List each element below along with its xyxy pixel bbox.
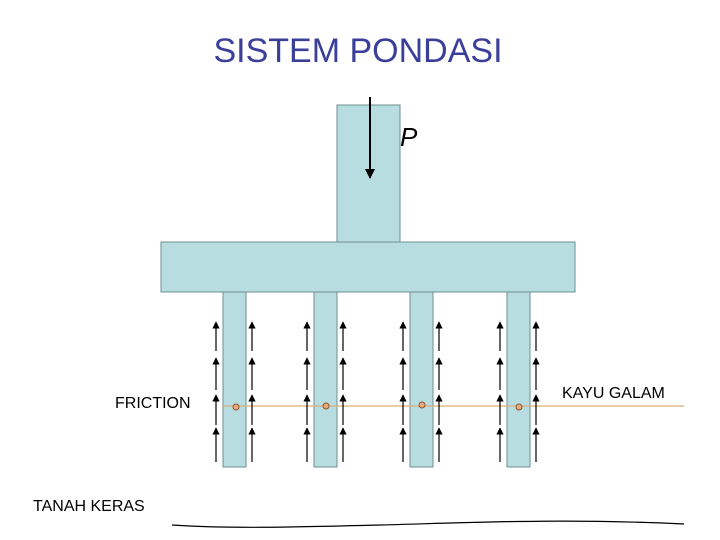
circle-marker-icon [232,403,240,411]
circle-marker-icon [515,403,523,411]
load-label: P [400,122,418,152]
pile-2 [313,291,338,468]
pile-3 [409,291,434,468]
circle-marker-icon [418,401,426,409]
friction-arrows [212,321,540,462]
pile-4 [506,291,531,468]
pile-material-label: KAYU GALAM [562,385,665,402]
hard-soil-label: TANAH KERAS [33,498,145,515]
hard-soil-line [171,520,685,528]
pile-1 [222,291,247,468]
pile-cap [160,241,576,293]
friction-label: FRICTION [115,395,191,412]
diagram-title: SISTEM PONDASI [213,32,503,70]
column [336,104,401,243]
circle-marker-icon [322,402,330,410]
